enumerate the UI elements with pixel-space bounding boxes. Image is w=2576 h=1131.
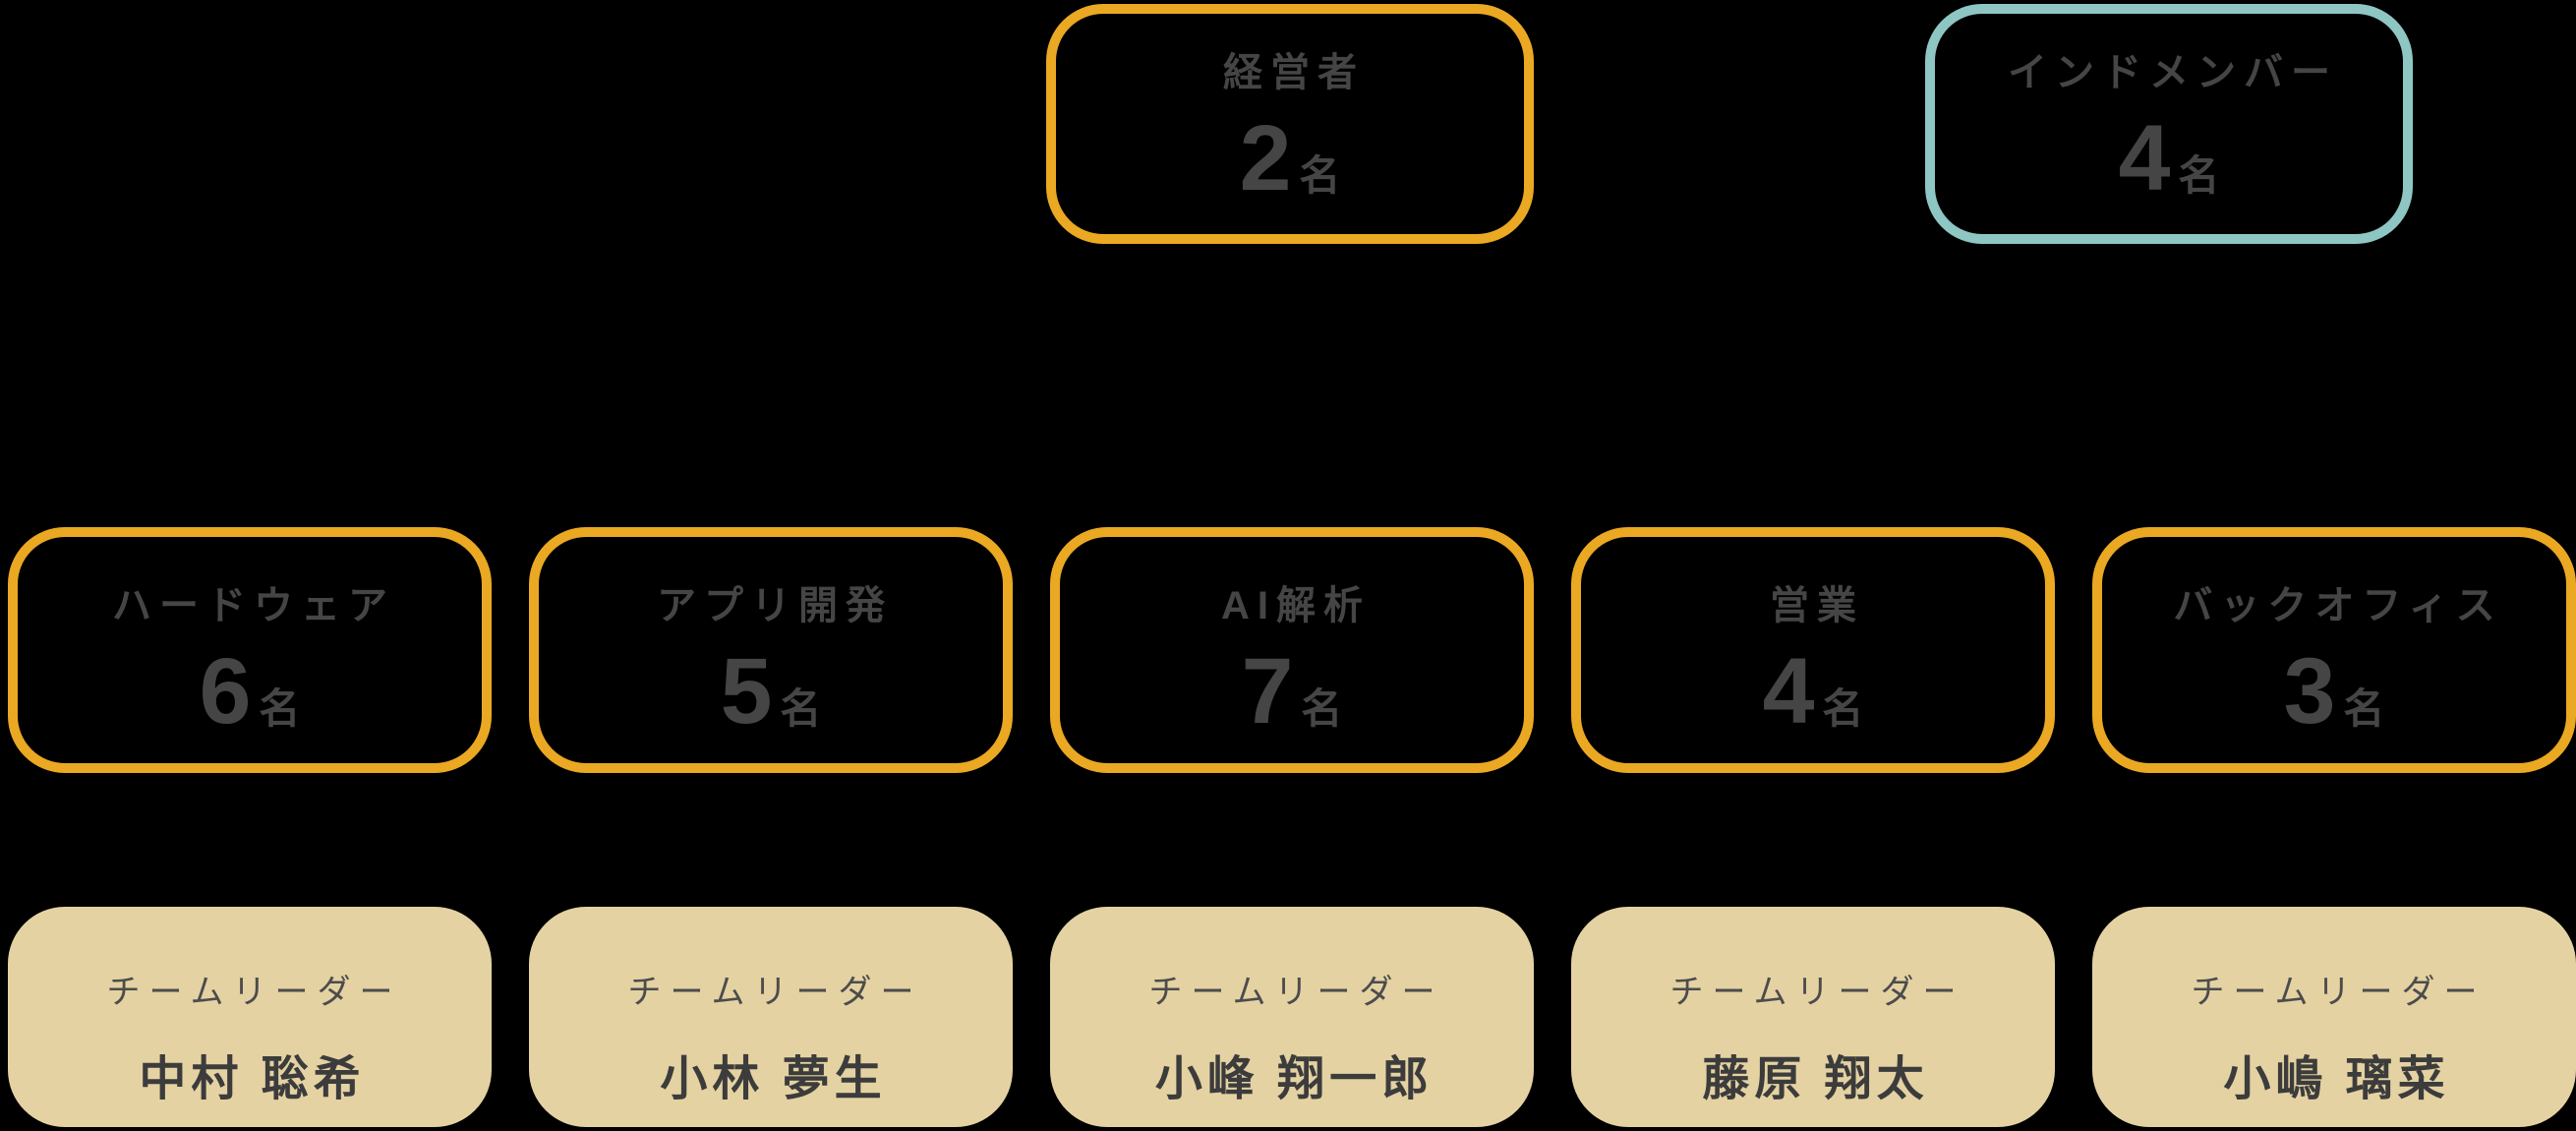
member-count-number: 5 <box>720 639 773 744</box>
member-count-number: 2 <box>1239 106 1292 210</box>
node-label: アプリ開発 <box>657 584 893 627</box>
member-count-number: 7 <box>1241 639 1294 744</box>
leader-title: チームリーダー <box>1669 974 1965 1011</box>
leader-card-ai-analysis: チームリーダー 小峰 翔一郎 <box>1050 907 1534 1127</box>
member-count-unit: 名 <box>1822 685 1864 732</box>
node-india-members: インドメンバー 4 名 <box>1925 4 2413 244</box>
member-count: 4 名 <box>1763 645 1864 739</box>
leader-name: 藤原 翔太 <box>1702 1053 1929 1105</box>
member-count: 3 名 <box>2284 645 2385 739</box>
member-count-number: 6 <box>199 639 252 744</box>
node-label: バックオフィス <box>2173 584 2503 627</box>
leader-title: チームリーダー <box>1148 974 1444 1011</box>
node-sales: 営業 4 名 <box>1571 527 2055 773</box>
node-label: 経営者 <box>1223 51 1365 94</box>
member-count-unit: 名 <box>1301 685 1343 732</box>
member-count-unit: 名 <box>1299 152 1341 199</box>
member-count: 4 名 <box>2119 112 2220 206</box>
member-count: 6 名 <box>200 645 301 739</box>
leader-title: チームリーダー <box>627 974 923 1011</box>
node-hardware: ハードウェア 6 名 <box>8 527 492 773</box>
leader-name: 中村 聡希 <box>139 1053 366 1105</box>
node-label: AI解析 <box>1221 584 1371 627</box>
node-ai-analysis: AI解析 7 名 <box>1050 527 1534 773</box>
member-count: 5 名 <box>721 645 822 739</box>
leader-card-hardware: チームリーダー 中村 聡希 <box>8 907 492 1127</box>
node-label: 営業 <box>1770 584 1864 627</box>
leader-name: 小嶋 璃菜 <box>2223 1053 2450 1105</box>
node-label: ハードウェア <box>112 584 395 627</box>
member-count-number: 3 <box>2283 639 2336 744</box>
leader-name: 小峰 翔一郎 <box>1154 1053 1434 1105</box>
member-count-unit: 名 <box>2343 685 2385 732</box>
leader-title: チームリーダー <box>106 974 402 1011</box>
leader-card-sales: チームリーダー 藤原 翔太 <box>1571 907 2055 1127</box>
member-count-number: 4 <box>2118 106 2171 210</box>
node-label: インドメンバー <box>2008 51 2338 94</box>
node-executives: 経営者 2 名 <box>1046 4 1534 244</box>
member-count-unit: 名 <box>780 685 822 732</box>
member-count-number: 4 <box>1762 639 1815 744</box>
member-count: 7 名 <box>1242 645 1343 739</box>
node-back-office: バックオフィス 3 名 <box>2092 527 2576 773</box>
leader-name: 小林 夢生 <box>660 1053 887 1105</box>
member-count-unit: 名 <box>259 685 301 732</box>
leader-card-back-office: チームリーダー 小嶋 璃菜 <box>2092 907 2576 1127</box>
member-count: 2 名 <box>1240 112 1341 206</box>
member-count-unit: 名 <box>2178 152 2220 199</box>
leader-title: チームリーダー <box>2191 974 2487 1011</box>
node-app-development: アプリ開発 5 名 <box>529 527 1013 773</box>
leader-card-app-development: チームリーダー 小林 夢生 <box>529 907 1013 1127</box>
